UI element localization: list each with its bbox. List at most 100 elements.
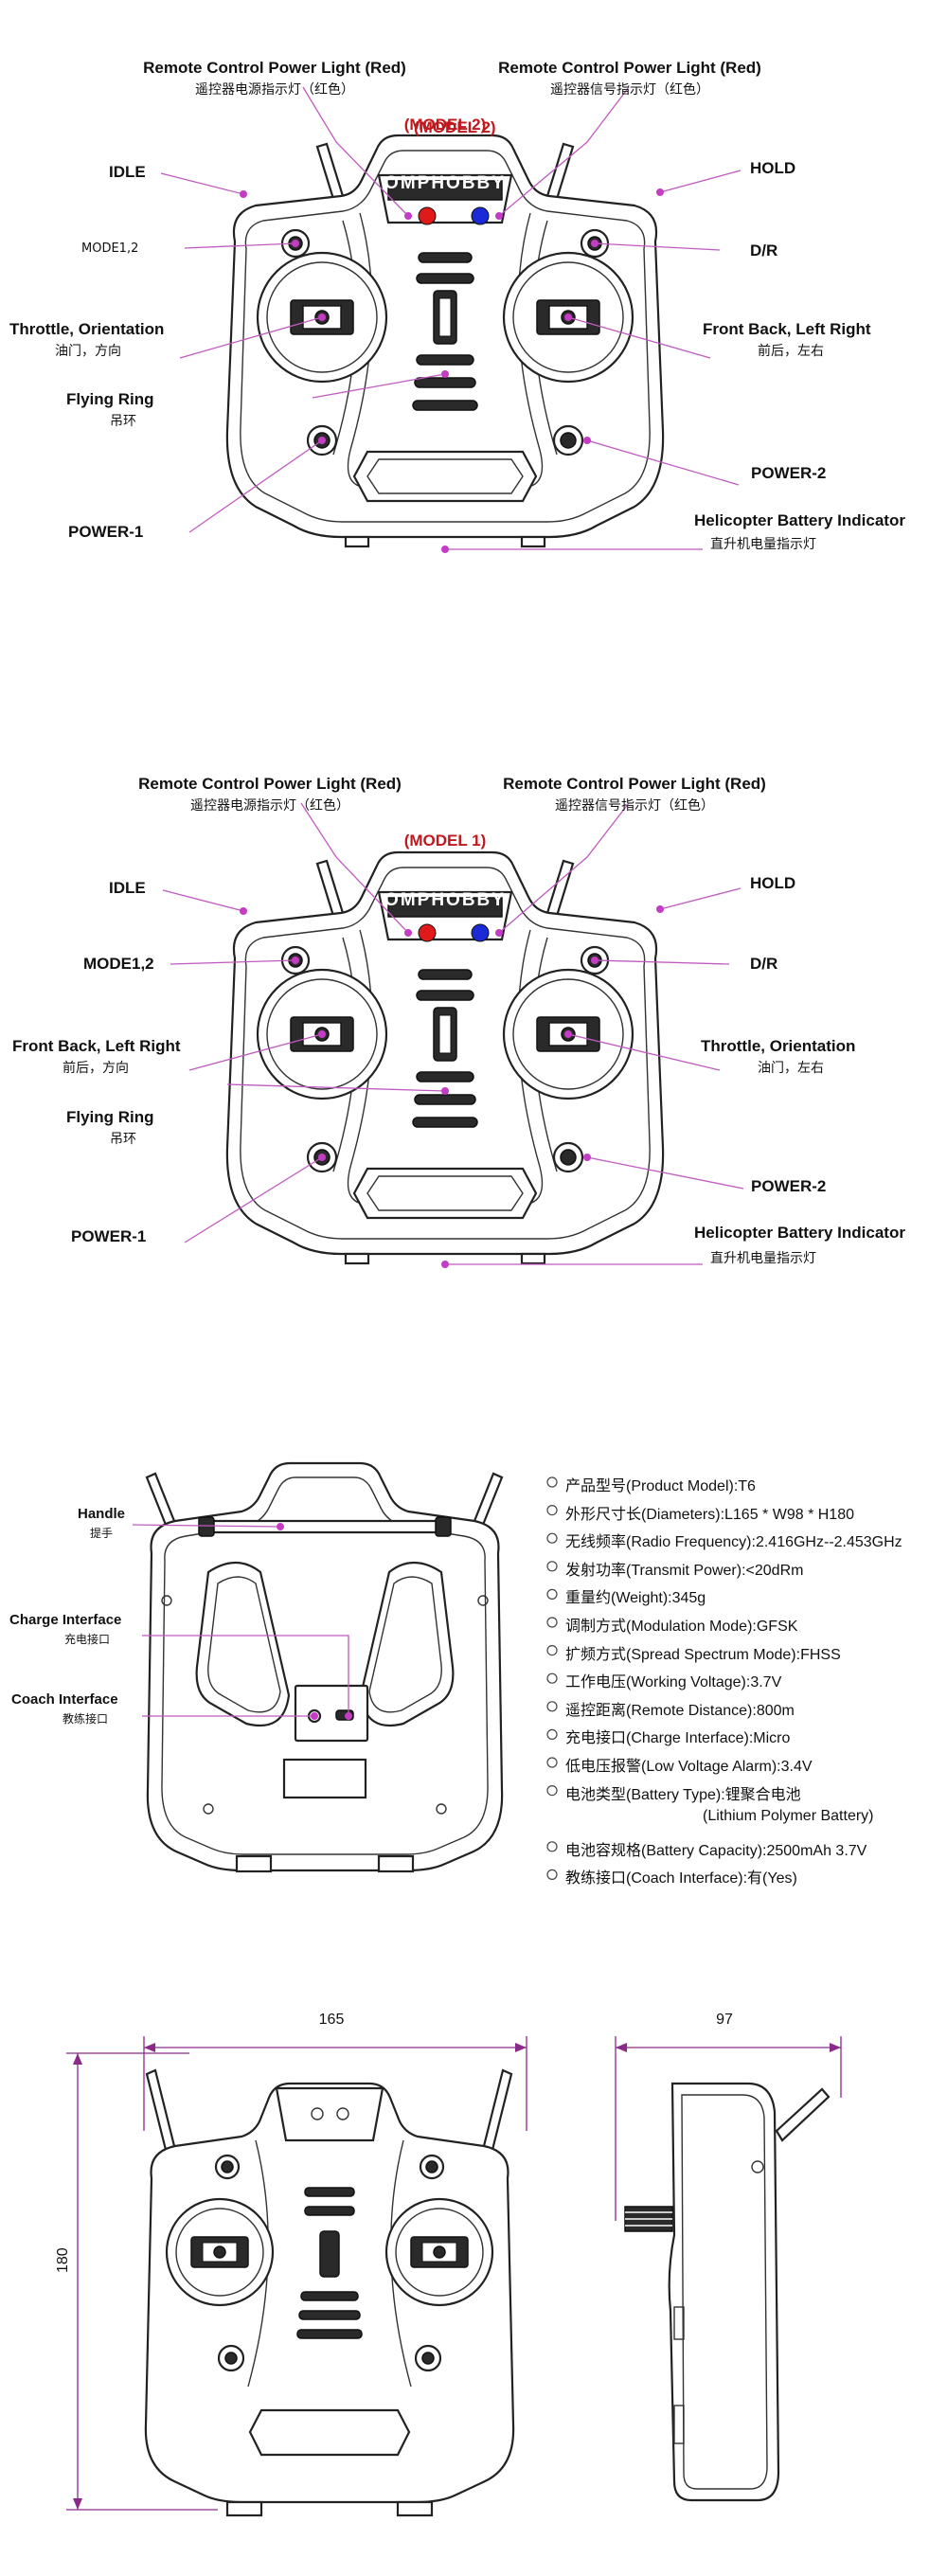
m2-flying-ring-cn: 吊环	[110, 414, 136, 429]
model-2-signal-led	[471, 206, 490, 225]
m2-idle: IDLE	[109, 163, 146, 181]
dimension-side-diagram	[615, 2036, 842, 2502]
dim-width-line	[143, 2036, 527, 2131]
spec-bullet	[546, 1728, 558, 1741]
m1-power-light-en: Remote Control Power Light (Red)	[138, 775, 402, 793]
m1-mode12: MODE1,2	[83, 955, 154, 973]
spec-battery-type-continued: (Lithium Polymer Battery)	[703, 1808, 874, 1824]
m1-logo-text: OMPHOBBY	[384, 890, 506, 910]
m1-battery-en: Helicopter Battery Indicator	[694, 1224, 905, 1242]
back-leaders	[132, 1523, 352, 1720]
model-2-diagram: OMPHOBBY (MODEL 2)	[160, 86, 742, 553]
model-2-power-led	[418, 206, 437, 225]
back-view-diagram	[132, 1461, 504, 1873]
spec-item: 电池容规格(Battery Capacity):2500mAh 3.7V	[565, 1842, 867, 1859]
model-1-power-led	[418, 923, 437, 942]
model-2-leaders	[160, 86, 742, 550]
m1-hold: HOLD	[750, 874, 796, 892]
spec-item: 调制方式(Modulation Mode):GFSK	[565, 1619, 798, 1635]
spec-item: 外形尺寸长(Diameters):L165 * W98 * H180	[565, 1506, 854, 1523]
spec-item: 工作电压(Working Voltage):3.7V	[565, 1674, 782, 1691]
spec-bullets	[546, 1476, 558, 1881]
spec-item: 电池类型(Battery Type):锂聚合电池	[565, 1786, 801, 1803]
dimension-front-diagram	[66, 2036, 527, 2517]
m2-power-light-cn: 遥控器电源指示灯（红色）	[195, 82, 354, 98]
spec-item: 充电接口(Charge Interface):Micro	[565, 1730, 791, 1747]
m2-power2: POWER-2	[751, 464, 827, 482]
m1-signal-light-cn: 遥控器信号指示灯（红色）	[555, 798, 714, 814]
spec-bullet	[546, 1532, 558, 1544]
spec-item: 遥控距离(Remote Distance):800m	[565, 1702, 795, 1719]
spec-item: 教练接口(Coach Interface):有(Yes)	[565, 1870, 797, 1887]
model-1-dots	[240, 905, 664, 1268]
spec-bullet	[546, 1757, 558, 1768]
m2-logo-text: OMPHOBBY	[384, 173, 506, 193]
spec-bullet	[546, 1588, 558, 1601]
spec-bullet	[546, 1476, 558, 1488]
m1-right-stick-cn: 油门，左右	[758, 1061, 824, 1076]
model-2-logo: OMPHOBBY	[417, 116, 544, 137]
m1-flying-ring-cn: 吊环	[110, 1132, 136, 1147]
model-1-diagram	[162, 802, 744, 1268]
model-2-label: (MODEL 2)	[414, 118, 496, 136]
m1-flying-ring-en: Flying Ring	[66, 1108, 154, 1126]
spec-item: 低电压报警(Low Voltage Alarm):3.4V	[565, 1759, 813, 1775]
m2-mode12: MODE1,2	[81, 242, 139, 256]
dim-depth-value: 97	[716, 2012, 733, 2028]
back-coach-en: Coach Interface	[11, 1691, 118, 1708]
back-handle-en: Handle	[78, 1506, 126, 1522]
dim-depth-line	[615, 2036, 842, 2221]
side-controller-drawing	[624, 2082, 831, 2502]
dim-height-line	[66, 2052, 218, 2511]
spec-bullet	[546, 1673, 558, 1684]
spec-bullet	[546, 1841, 558, 1852]
m1-power2: POWER-2	[751, 1177, 827, 1195]
spec-item: 产品型号(Product Model):T6	[565, 1478, 756, 1494]
m1-battery-cn: 直升机电量指示灯	[710, 1251, 816, 1266]
back-coach-cn: 教练接口	[63, 1712, 109, 1726]
back-charge-en: Charge Interface	[9, 1612, 122, 1628]
spec-bullet	[546, 1701, 558, 1712]
m1-dr: D/R	[750, 955, 778, 973]
m2-left-stick-cn: 油门，方向	[55, 344, 121, 359]
m2-right-stick-cn: 前后，左右	[758, 344, 824, 359]
m1-idle: IDLE	[109, 879, 146, 897]
back-handle-cn: 提手	[90, 1527, 114, 1540]
m1-signal-light-en: Remote Control Power Light (Red)	[503, 775, 766, 793]
m2-hold: HOLD	[750, 159, 796, 177]
spec-bullet	[546, 1617, 558, 1628]
m2-flying-ring-en: Flying Ring	[66, 390, 154, 408]
m2-dr: D/R	[750, 242, 778, 259]
spec-item: 发射功率(Transmit Power):<20dRm	[565, 1562, 804, 1579]
m2-battery-en: Helicopter Battery Indicator	[694, 511, 905, 529]
m2-model-label: (MODEL 2)	[403, 116, 487, 134]
m2-left-stick-en: Throttle, Orientation	[9, 320, 165, 338]
model-2-dots	[240, 188, 664, 553]
dim-height-value: 180	[55, 2247, 71, 2273]
m1-left-stick-cn: 前后，方向	[63, 1061, 129, 1076]
m1-power-light-cn: 遥控器电源指示灯（红色）	[190, 798, 349, 814]
m1-left-stick-en: Front Back, Left Right	[12, 1037, 181, 1055]
m2-battery-cn: 直升机电量指示灯	[710, 537, 816, 552]
spec-bullet	[546, 1644, 558, 1656]
m1-right-stick-en: Throttle, Orientation	[701, 1037, 856, 1055]
back-charge-cn: 充电接口	[64, 1633, 111, 1646]
m2-signal-light-en: Remote Control Power Light (Red)	[498, 59, 761, 77]
back-controller-drawing	[145, 1461, 504, 1873]
m2-power1: POWER-1	[68, 523, 144, 541]
model-1-leaders	[162, 802, 744, 1265]
m1-model-label: (MODEL 1)	[403, 832, 487, 850]
spec-bullet	[546, 1561, 558, 1572]
m2-power-light-en: Remote Control Power Light (Red)	[143, 59, 406, 77]
m1-power1: POWER-1	[71, 1227, 147, 1245]
dim-front-drawing	[144, 2068, 515, 2517]
spec-item: 重量约(Weight):345g	[565, 1590, 706, 1607]
spec-item: 扩频方式(Spread Spectrum Mode):FHSS	[565, 1646, 841, 1663]
m2-signal-light-cn: 遥控器信号指示灯（红色）	[550, 82, 709, 98]
m2-right-stick-en: Front Back, Left Right	[703, 320, 871, 338]
spec-bullet	[546, 1504, 558, 1516]
spec-bullet	[546, 1784, 558, 1797]
dim-width-value: 165	[318, 2012, 345, 2028]
spec-item: 无线频率(Radio Frequency):2.416GHz--2.453GHz	[565, 1534, 902, 1551]
